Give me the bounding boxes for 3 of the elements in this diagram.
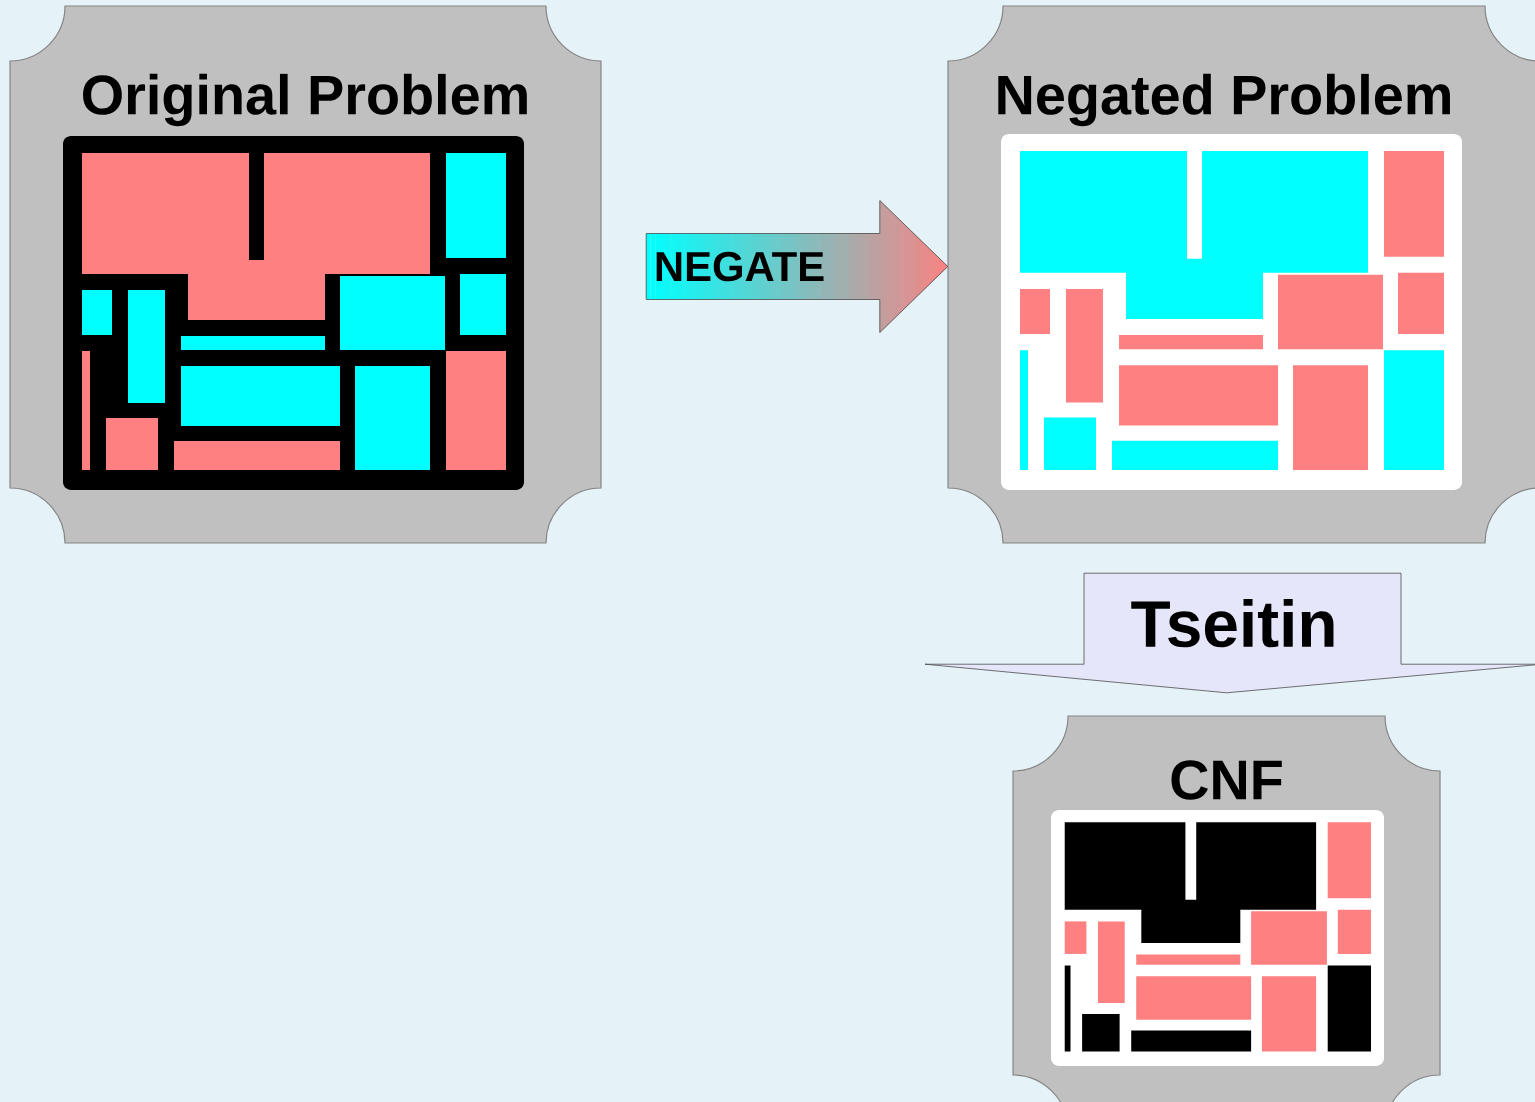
block-arrow (924, 572, 1535, 694)
edge-label: NEGATE (656, 251, 824, 282)
edge-label: Tseitin (1131, 599, 1334, 648)
